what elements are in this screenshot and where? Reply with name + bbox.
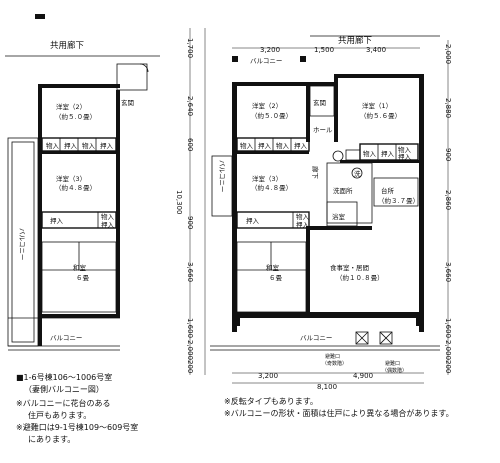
right-washroom-label: 洗面所 bbox=[333, 186, 353, 195]
dim-bottom-right: 4,900 bbox=[353, 372, 373, 380]
left-closet-label-1: 物入 bbox=[46, 141, 60, 150]
dim-v-left-7: 2,000 bbox=[186, 340, 194, 360]
note-right-1: ※バルコニーの形状・面積は住戸により異なる場合があります。 bbox=[224, 409, 454, 418]
left-room3-label: 洋室（3） bbox=[56, 174, 86, 183]
right-balcony-label: バルコニー bbox=[300, 334, 332, 342]
left-washitsu-size: ６畳 bbox=[76, 274, 90, 282]
dim-v-left-3: 10,300 bbox=[175, 190, 183, 215]
notes-left: ■1-6号棟106～1006号室 （妻側バルコニー図） ※バルコニーに花台のある… bbox=[16, 372, 138, 446]
dim-top-mid: 1,500 bbox=[314, 46, 334, 54]
right-top-balcony-label: バルコニー bbox=[250, 57, 282, 65]
left-corridor-label: 共用廊下 bbox=[50, 40, 85, 51]
right-oshiire-label-1: 押入 bbox=[258, 141, 272, 150]
dim-v-right-1: 2,880 bbox=[444, 98, 452, 118]
note-left-1: （妻側バルコニー図） bbox=[24, 385, 104, 394]
escape1-sub-label: （奇数階） bbox=[322, 360, 347, 367]
right-side-balcony-label: バルコニー bbox=[218, 160, 226, 192]
dim-v-right-7: 200 bbox=[444, 360, 452, 373]
dim-bottom-total: 8,100 bbox=[317, 383, 337, 391]
right-hall-label: ホール bbox=[313, 126, 333, 134]
right-kitchen-size: （約３.７畳） bbox=[378, 196, 419, 205]
right-kitchen-label: 台所 bbox=[381, 186, 395, 195]
right-floor-plan: 3,200 1,500 3,400 共用廊下 バルコニー 洋室（2） （約５.０… bbox=[175, 28, 452, 391]
right-corridor-short-label: 廊下 bbox=[311, 166, 320, 180]
left-room3-size: （約４.８畳） bbox=[55, 183, 96, 192]
right-oshiire-label-2: 押入 bbox=[294, 141, 308, 150]
dim-v-left-2: 600 bbox=[186, 138, 194, 151]
dim-top-right: 3,400 bbox=[366, 46, 386, 54]
left-oshiire-label-1: 押入 bbox=[64, 141, 78, 150]
dim-v-right-6: 2,000 bbox=[444, 340, 452, 360]
left-oshiire-label-3: 押入 bbox=[50, 216, 64, 225]
left-side-balcony-label: バルコニー bbox=[18, 228, 26, 260]
right-closet-label-2: 物入 bbox=[276, 141, 290, 150]
right-washitsu-size: ６畳 bbox=[269, 274, 283, 282]
right-oshiire-label-5: 押入 bbox=[246, 216, 260, 225]
dim-v-right-2: 900 bbox=[444, 148, 452, 161]
right-closet-label-4: 物入 bbox=[398, 145, 412, 154]
dim-v-left-1: 2,640 bbox=[186, 96, 194, 116]
right-closet-label-1: 物入 bbox=[240, 141, 254, 150]
dim-top-left: 3,200 bbox=[260, 46, 280, 54]
dim-v-right-5: 1,600 bbox=[444, 318, 452, 338]
escape2-sub-label: （偶数階） bbox=[382, 367, 407, 374]
escape2-label: 避難口 bbox=[385, 360, 400, 367]
dim-v-right-4: 3,660 bbox=[444, 262, 452, 282]
notes-right: ※反転タイプもあります。 ※バルコニーの形状・面積は住戸により異なる場合がありま… bbox=[224, 396, 454, 420]
right-room2-label: 洋室（2） bbox=[252, 101, 282, 110]
dim-v-left-8: 200 bbox=[186, 360, 194, 373]
left-floor-plan: 共用廊下 玄関 洋室（2） （約５.０畳） 物入 押入 物入 押入 洋室（3） … bbox=[5, 14, 160, 351]
note-left-0: ■1-6号棟106～1006号室 bbox=[16, 373, 113, 382]
right-room1-label: 洋室（1） bbox=[362, 101, 392, 110]
right-closet-label-3: 物入 bbox=[363, 149, 377, 158]
right-washer-label: 洗 bbox=[354, 169, 361, 178]
escape1-label: 避難口 bbox=[325, 353, 340, 360]
right-room3-label: 洋室（3） bbox=[252, 174, 282, 183]
right-dining-size: （約１０.８畳） bbox=[336, 273, 384, 282]
left-entrance-label: 玄関 bbox=[121, 98, 134, 107]
right-oshiire-label-3: 押入 bbox=[381, 149, 395, 158]
dim-v-right-3: 2,860 bbox=[444, 190, 452, 210]
dim-v-left-4: 900 bbox=[186, 216, 194, 229]
right-room3-size: （約４.８畳） bbox=[251, 183, 292, 192]
left-washitsu-label: 和室 bbox=[73, 263, 87, 272]
left-balcony-label: バルコニー bbox=[50, 334, 82, 342]
right-entrance-label: 玄関 bbox=[313, 98, 326, 107]
right-room2-size: （約５.０畳） bbox=[251, 111, 292, 120]
note-right-0: ※反転タイプもあります。 bbox=[224, 397, 318, 406]
left-closet-label-3: 物入 bbox=[101, 212, 115, 221]
note-left-3: 住戸もあります。 bbox=[28, 411, 92, 420]
note-left-2: ※バルコニーに花台のある bbox=[16, 399, 111, 408]
left-oshiire-label-2: 押入 bbox=[100, 141, 114, 150]
right-closet-label-5: 物入 bbox=[296, 212, 310, 221]
dim-v-left-5: 3,660 bbox=[186, 262, 194, 282]
right-washitsu-label: 和室 bbox=[266, 263, 280, 272]
right-oshiire-label-6: 押入 bbox=[296, 220, 310, 229]
dim-v-left-0: 1,700 bbox=[186, 38, 194, 58]
left-oshiire-label-4: 押入 bbox=[101, 220, 115, 229]
right-dining-label: 食事室・居間 bbox=[330, 263, 369, 272]
left-room2-label: 洋室（2） bbox=[56, 102, 86, 111]
right-corridor-label: 共用廊下 bbox=[338, 35, 373, 46]
note-left-5: にあります。 bbox=[28, 435, 76, 444]
right-room1-size: （約５.６畳） bbox=[360, 111, 401, 120]
right-oshiire-label-4: 押入 bbox=[398, 152, 412, 161]
note-left-4: ※避難口は9-1号棟109～609号室 bbox=[16, 423, 139, 432]
dim-v-left-6: 1,600 bbox=[186, 318, 194, 338]
right-bath-label: 浴室 bbox=[332, 212, 346, 221]
dim-v-right-0: 2,000 bbox=[444, 44, 452, 64]
left-room2-size: （約５.０畳） bbox=[55, 112, 96, 121]
dim-bottom-left: 3,200 bbox=[258, 372, 278, 380]
left-closet-label-2: 物入 bbox=[82, 141, 96, 150]
